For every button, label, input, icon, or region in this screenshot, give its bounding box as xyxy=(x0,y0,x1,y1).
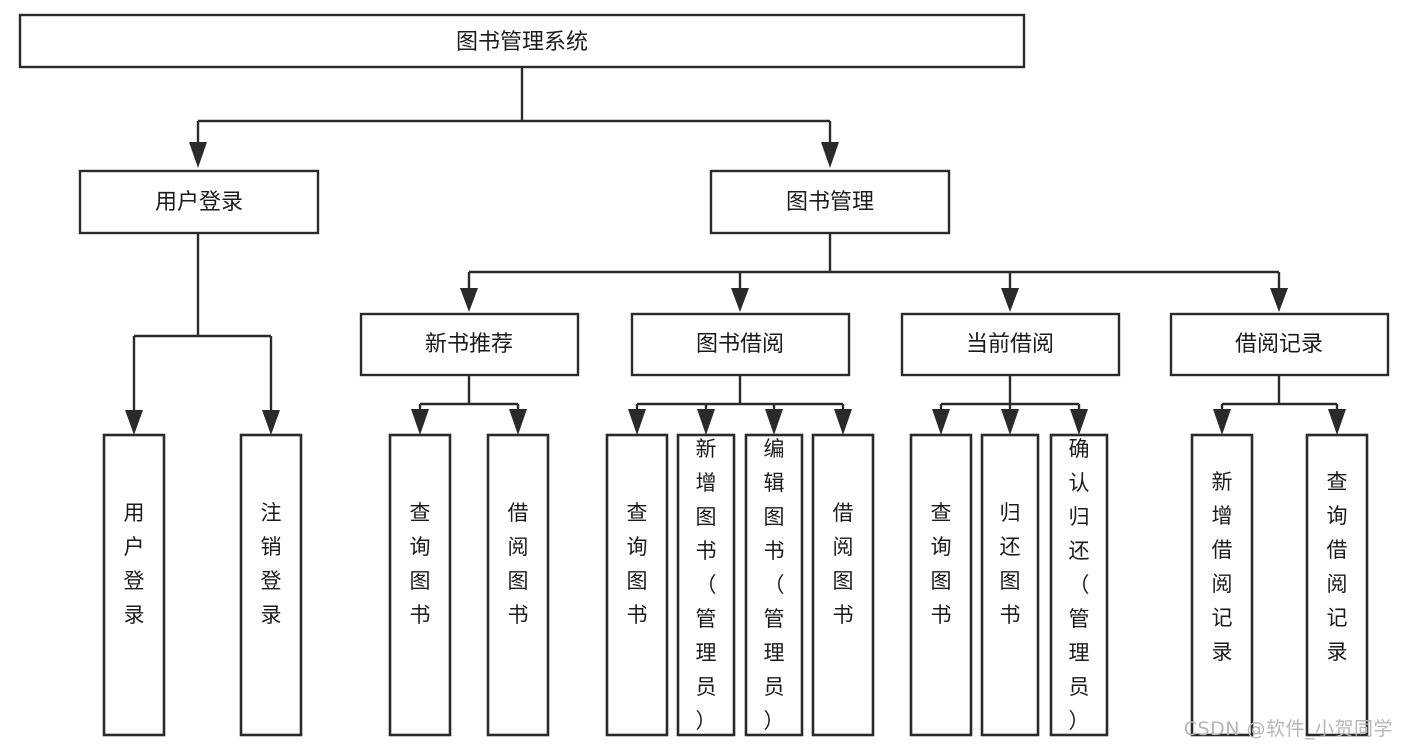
node-book-borrow-box[interactable] xyxy=(630,312,851,377)
node-leaf-user-login[interactable]: 用户登录 xyxy=(102,433,166,737)
node-leaf-query-book-2-label: 查询图书 xyxy=(627,501,648,627)
arrow-head-leaf-query-book-3 xyxy=(932,409,950,435)
node-leaf-query-book-1-label: 查询图书 xyxy=(410,501,431,627)
connector-group-root xyxy=(189,67,839,168)
node-book-borrow-label: 图书借阅 xyxy=(696,332,784,357)
node-book-manage-label: 图书管理 xyxy=(786,190,874,215)
node-leaf-query-record-box[interactable] xyxy=(1305,433,1369,737)
arrow-head-leaf-logout-login xyxy=(262,410,280,435)
arrow-head-current-borrow xyxy=(1001,288,1019,312)
arrow-head-leaf-query-book-1 xyxy=(411,409,429,435)
node-leaf-query-book-1-box[interactable] xyxy=(388,433,452,737)
node-leaf-add-record-box[interactable] xyxy=(1190,433,1254,737)
node-borrow-record-box[interactable] xyxy=(1169,312,1390,377)
node-leaf-confirm-return[interactable]: 确认归还（管理员） xyxy=(1049,433,1109,737)
node-leaf-query-book-2[interactable]: 查询图书 xyxy=(605,433,669,737)
node-leaf-add-record-label: 新增借阅记录 xyxy=(1212,470,1233,664)
node-leaf-query-book-3[interactable]: 查询图书 xyxy=(909,433,973,737)
node-user-login[interactable]: 用户登录 xyxy=(78,169,320,235)
node-leaf-borrow-book-2[interactable]: 借阅图书 xyxy=(811,433,875,737)
arrow-head-book-borrow xyxy=(731,288,749,312)
node-leaf-edit-book-label: 编辑图书（管理员） xyxy=(764,437,785,733)
node-leaf-return-book-label: 归还图书 xyxy=(1000,501,1021,627)
node-leaf-user-login-box[interactable] xyxy=(102,433,166,737)
node-leaf-query-book-3-label: 查询图书 xyxy=(931,501,952,627)
node-leaf-query-record-label: 查询借阅记录 xyxy=(1327,470,1348,664)
node-leaf-query-book-2-box[interactable] xyxy=(605,433,669,737)
node-leaf-edit-book[interactable]: 编辑图书（管理员） xyxy=(744,433,804,737)
node-leaf-add-book-box[interactable] xyxy=(676,433,736,737)
node-leaf-query-book-1[interactable]: 查询图书 xyxy=(388,433,452,737)
node-root-box[interactable] xyxy=(18,13,1026,69)
node-current-borrow-label: 当前借阅 xyxy=(966,332,1054,357)
arrow-head-user-login xyxy=(189,142,207,168)
connector-group-book-manage xyxy=(460,233,1288,312)
node-leaf-borrow-book-1-box[interactable] xyxy=(486,433,550,737)
node-leaf-add-book[interactable]: 新增图书（管理员） xyxy=(676,433,736,737)
arrow-head-leaf-add-book xyxy=(697,409,715,435)
node-leaf-query-record[interactable]: 查询借阅记录 xyxy=(1305,433,1369,737)
node-borrow-record[interactable]: 借阅记录 xyxy=(1169,312,1390,377)
node-root-label: 图书管理系统 xyxy=(456,30,588,55)
node-new-book-rec[interactable]: 新书推荐 xyxy=(359,312,580,377)
node-leaf-borrow-book-2-label: 借阅图书 xyxy=(833,501,854,627)
node-book-manage[interactable]: 图书管理 xyxy=(709,169,951,235)
arrow-head-leaf-borrow-book-1 xyxy=(509,409,527,435)
node-leaf-confirm-return-box[interactable] xyxy=(1049,433,1109,737)
node-book-borrow[interactable]: 图书借阅 xyxy=(630,312,851,377)
node-leaf-return-book-box[interactable] xyxy=(980,433,1040,737)
node-leaf-borrow-book-1-label: 借阅图书 xyxy=(508,501,529,627)
connector-group-user-login xyxy=(125,233,280,435)
node-current-borrow[interactable]: 当前借阅 xyxy=(900,312,1121,377)
node-leaf-logout-login-label: 注销登录 xyxy=(261,501,282,627)
node-leaf-add-book-label: 新增图书（管理员） xyxy=(696,437,717,733)
node-leaf-borrow-book-2-box[interactable] xyxy=(811,433,875,737)
arrow-head-leaf-add-record xyxy=(1213,409,1231,435)
connector-group-new-book-rec xyxy=(411,375,527,435)
arrow-head-leaf-user-login xyxy=(125,410,143,435)
connector-group-borrow-record xyxy=(1213,375,1346,435)
node-leaf-edit-book-box[interactable] xyxy=(744,433,804,737)
node-leaf-add-record[interactable]: 新增借阅记录 xyxy=(1190,433,1254,737)
node-leaf-query-book-3-box[interactable] xyxy=(909,433,973,737)
arrow-head-leaf-query-record xyxy=(1328,409,1346,435)
connector-group-current-borrow xyxy=(932,375,1088,435)
node-user-login-label: 用户登录 xyxy=(155,190,243,215)
arrow-head-book-manage xyxy=(821,142,839,168)
arrow-head-leaf-confirm-return xyxy=(1070,409,1088,435)
node-leaf-confirm-return-label: 确认归还（管理员） xyxy=(1069,437,1090,733)
arrow-head-new-book-rec xyxy=(460,288,478,312)
node-leaf-logout-login-box[interactable] xyxy=(239,433,303,737)
arrow-head-borrow-record xyxy=(1270,288,1288,312)
connector-group-book-borrow xyxy=(628,375,852,435)
arrow-head-leaf-query-book-2 xyxy=(628,409,646,435)
node-leaf-return-book[interactable]: 归还图书 xyxy=(980,433,1040,737)
node-leaf-user-login-label: 用户登录 xyxy=(124,501,145,627)
node-new-book-rec-label: 新书推荐 xyxy=(425,332,513,357)
arrow-head-leaf-edit-book xyxy=(765,409,783,435)
node-current-borrow-box[interactable] xyxy=(900,312,1121,377)
node-leaf-logout-login[interactable]: 注销登录 xyxy=(239,433,303,737)
arrow-head-leaf-return-book xyxy=(1001,409,1019,435)
node-book-manage-box[interactable] xyxy=(709,169,951,235)
node-root[interactable]: 图书管理系统 xyxy=(18,13,1026,69)
node-user-login-box[interactable] xyxy=(78,169,320,235)
node-new-book-rec-box[interactable] xyxy=(359,312,580,377)
arrow-head-leaf-borrow-book-2 xyxy=(834,409,852,435)
node-leaf-borrow-book-1[interactable]: 借阅图书 xyxy=(486,433,550,737)
node-borrow-record-label: 借阅记录 xyxy=(1235,332,1323,357)
